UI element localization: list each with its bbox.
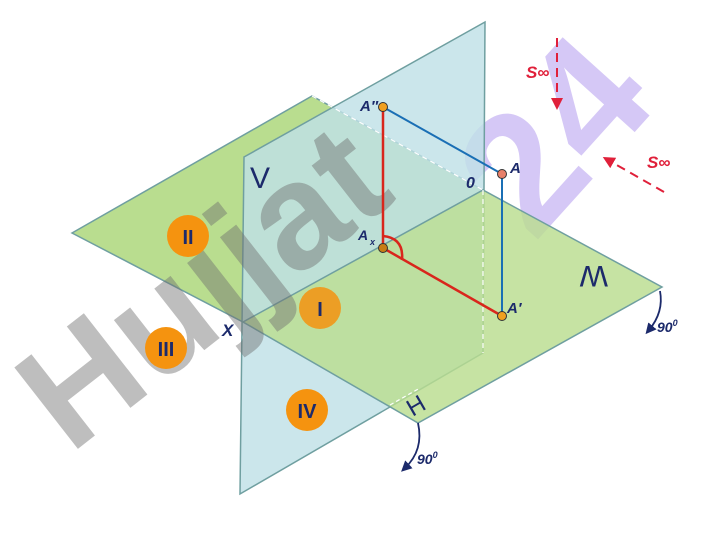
quadrant-ii-label: II: [182, 227, 193, 249]
horizontal-plane-front: [241, 189, 664, 424]
label-a1: A′: [506, 300, 523, 317]
axis-x-label: X: [221, 321, 235, 340]
rotation-right-label: 900: [657, 318, 678, 335]
right-angle-mark: [382, 234, 404, 261]
point-ax: [378, 243, 388, 253]
plane-v-label: V: [250, 162, 270, 195]
axis-origin-label: 0: [466, 175, 475, 192]
rotation-arrow-front: [401, 422, 421, 472]
rotation-front-label: 900: [417, 450, 438, 467]
label-a2: A′′: [359, 98, 379, 115]
quadrant-ii: II: [167, 215, 209, 257]
quadrant-iii: III: [145, 327, 187, 369]
hidden-edge-h-front: [389, 387, 421, 406]
quadrant-iv-label: IV: [298, 401, 318, 423]
point-a2: [378, 102, 388, 112]
point-a1: [497, 311, 507, 321]
label-ax-sub: x: [369, 237, 376, 247]
label-a: A: [509, 160, 521, 177]
s-arrow-side: [602, 157, 665, 193]
quadrant-i-label: I: [317, 299, 323, 321]
line-a2-a: [382, 106, 503, 175]
s-label-side: S∞: [647, 153, 670, 172]
plane-w-label: W: [579, 259, 608, 292]
quadrant-iv: IV: [286, 389, 328, 431]
quadrant-i: I: [299, 287, 341, 329]
rotation-arrow-right: [645, 290, 662, 335]
point-a: [497, 169, 507, 179]
quadrant-iii-label: III: [158, 339, 175, 361]
s-label-front: S∞: [526, 63, 549, 82]
label-ax: A: [357, 227, 368, 243]
hidden-edge-h-back: [311, 95, 484, 191]
